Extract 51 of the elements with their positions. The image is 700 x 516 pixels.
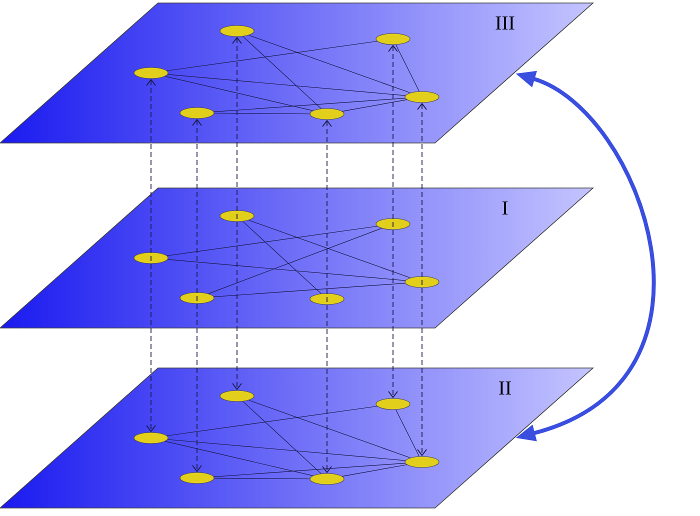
network-node — [404, 456, 440, 468]
network-link — [248, 220, 410, 278]
dashed-arrow — [232, 36, 242, 390]
plane-label: III — [496, 16, 514, 30]
network-link — [342, 99, 408, 112]
network-node — [180, 107, 214, 119]
network-node — [376, 218, 410, 230]
plane-label: I — [502, 201, 508, 215]
network-link — [167, 439, 406, 461]
network-node — [310, 293, 344, 305]
network-node — [310, 473, 344, 485]
network-node — [220, 25, 254, 37]
network-link — [242, 221, 322, 294]
network-node — [220, 390, 254, 402]
network-link — [248, 400, 410, 458]
network-link — [167, 259, 406, 281]
network-link — [396, 409, 420, 457]
network-link — [214, 98, 406, 112]
network-link — [248, 34, 410, 94]
network-link — [214, 462, 406, 478]
dashed-arrow — [322, 120, 332, 474]
dashed-arrow — [146, 78, 156, 432]
network-node — [180, 292, 214, 304]
network-link — [214, 282, 406, 298]
network-node — [180, 472, 214, 484]
network-link — [214, 478, 310, 480]
network-node — [404, 91, 440, 103]
network-node — [376, 398, 410, 410]
dashed-arrow — [388, 44, 398, 398]
network-link — [166, 406, 378, 436]
network-node — [404, 276, 440, 288]
network-node — [376, 33, 410, 45]
network-node — [134, 432, 168, 444]
network-node — [134, 252, 168, 264]
network-link — [167, 74, 406, 96]
network-link — [166, 40, 378, 72]
plane-label: II — [499, 381, 511, 395]
network-link — [242, 401, 322, 474]
network-link — [208, 228, 382, 294]
network-node — [310, 108, 344, 120]
network-link — [164, 441, 314, 476]
dashed-arrow — [417, 102, 427, 456]
dashed-arrow — [192, 118, 202, 472]
network-link — [396, 44, 420, 92]
network-link — [242, 36, 322, 109]
network-link — [166, 226, 378, 256]
network-link — [164, 76, 314, 111]
network-node — [134, 67, 168, 79]
network-node — [220, 210, 254, 222]
network-link — [342, 464, 408, 477]
network-link — [214, 112, 310, 114]
